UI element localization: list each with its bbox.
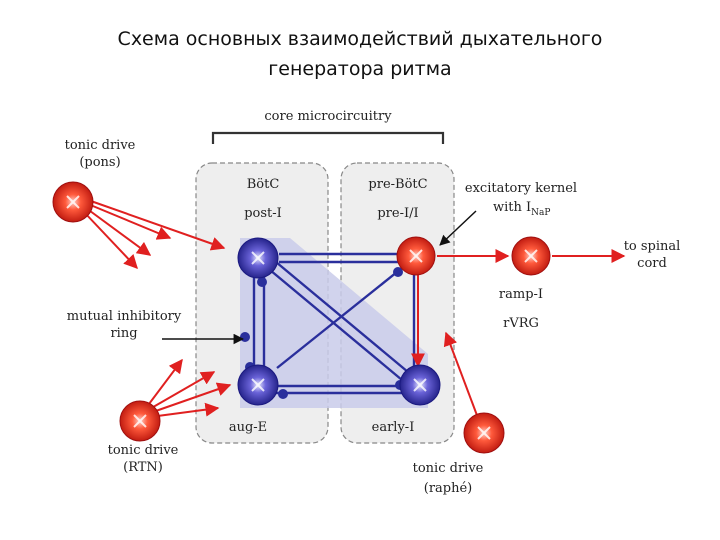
mutual-inhibitory-label-1: mutual inhibitory [67, 309, 182, 324]
rtn-drive-arrow-3 [149, 382, 232, 414]
aug-e-label: aug-E [229, 420, 267, 435]
neuron-ramp-i [511, 236, 551, 276]
diagram-title-line-1: Схема основных взаимодействий дыхательно… [117, 28, 603, 50]
mutual-inhibitory-label-2: ring [110, 326, 137, 341]
to-spinal-label-1: to spinal [624, 239, 681, 254]
excitatory-kernel-text: with I [493, 200, 531, 215]
inhibitory-connections [252, 252, 416, 395]
tonic-drive-raphe-node [463, 412, 505, 454]
botc-label: BötC [247, 177, 280, 192]
excitatory-kernel-label-2: with INaP [493, 200, 550, 218]
raphe-drive-arrow [443, 331, 479, 419]
tonic-drive-rtn-node [119, 400, 161, 442]
to-spinal-label-2: cord [637, 256, 667, 271]
rtn-drive-arrow-4 [149, 402, 220, 418]
tonic-raphe-label-1: tonic drive [413, 461, 484, 476]
pons-drive-arrow-2 [87, 203, 172, 240]
neuron-post-i [237, 237, 279, 279]
early-i-label: early-I [372, 420, 415, 435]
tonic-rtn-label-2: (RTN) [123, 460, 163, 475]
neuron-aug-e [237, 364, 279, 406]
tonic-rtn-label-1: tonic drive [108, 443, 179, 458]
excitatory-kernel-label-1: excitatory kernel [465, 181, 577, 196]
tonic-pons-label-2: (pons) [79, 155, 120, 170]
prebotc-label: pre-BötC [368, 177, 427, 192]
rtn-drive-arrow-1 [145, 358, 183, 409]
neuron-pre-i [396, 236, 436, 276]
post-i-label: post-I [244, 206, 282, 221]
neuron-early-i [399, 364, 441, 406]
pre-i-label: pre-I/I [377, 206, 418, 221]
diagram-title-line-2: генератора ритма [268, 58, 452, 80]
pons-drive-arrow-4 [83, 211, 138, 270]
rvrg-label: rVRG [503, 316, 539, 331]
excitatory-kernel-pointer [439, 210, 477, 246]
core-microcircuitry-label: core microcircuitry [264, 109, 392, 124]
rtn-drive-arrow-2 [147, 371, 216, 411]
ramp-i-label: ramp-I [499, 287, 543, 302]
tonic-raphe-label-2: (raphé) [424, 481, 473, 496]
tonic-drive-pons-node [52, 181, 94, 223]
pons-drive-arrow-3 [85, 207, 152, 256]
pons-drive-arrow-1 [87, 199, 226, 251]
excitatory-kernel-subscript: NaP [531, 208, 550, 218]
tonic-pons-label-1: tonic drive [65, 138, 136, 153]
core-bracket [211, 131, 445, 144]
